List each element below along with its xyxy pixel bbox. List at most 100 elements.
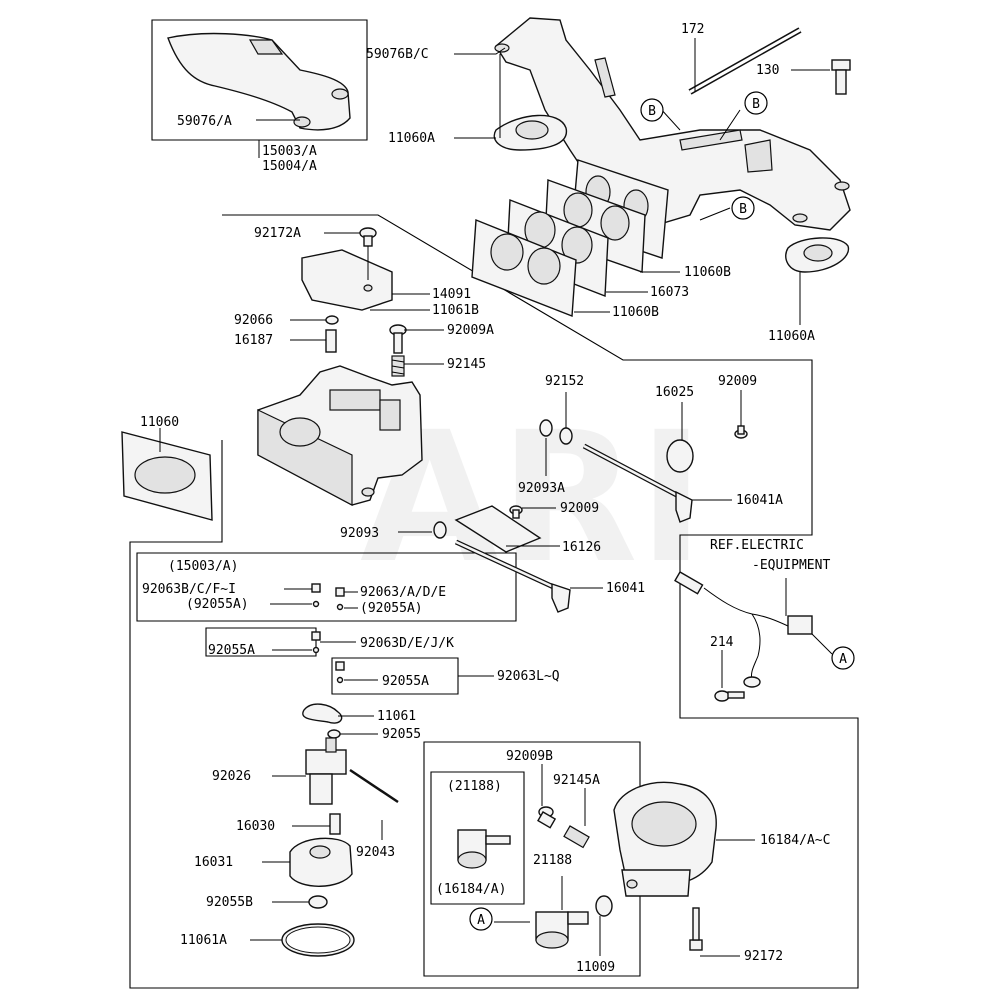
pin-92043: [349, 768, 399, 804]
marker-b-3: B: [731, 196, 755, 220]
main-assembly-outline: [129, 214, 859, 989]
throttle-shaft-16041: [454, 539, 571, 613]
label-ref-electric: REF.ELECTRIC: [710, 538, 804, 553]
marker-a-electric: A: [831, 646, 855, 670]
screw-92009-mid: [509, 505, 523, 519]
label-92009-top: 92009: [718, 374, 757, 389]
label-92145: 92145: [447, 357, 486, 372]
seal-92093a: [539, 419, 553, 437]
oring-92066: [325, 315, 339, 325]
label-92043: 92043: [356, 845, 395, 860]
plate-14091: [301, 249, 393, 311]
label-92009-mid: 92009: [560, 501, 599, 516]
bolt-130: [831, 59, 851, 95]
svg-text:A: A: [839, 652, 847, 667]
washer-92055a-2: [336, 676, 344, 684]
callout-labels: 59076B/C 172 130 11060A 59076/A 15003/A …: [140, 22, 830, 975]
label-92063dejk: 92063D/E/J/K: [360, 636, 454, 651]
jet-kit-box: [136, 552, 517, 622]
label-11060a-right: 11060A: [768, 329, 815, 344]
washer-92055a-p1: [312, 600, 320, 608]
label-15003a-paren: (15003/A): [168, 559, 238, 574]
label-92093: 92093: [340, 526, 379, 541]
screw-92009a: [389, 324, 407, 354]
jet-92063d: [311, 631, 321, 641]
jet-16030: [329, 813, 341, 835]
label-15003a: 15003/A: [262, 144, 317, 159]
screw-16187: [325, 329, 337, 353]
label-16041: 16041: [606, 581, 645, 596]
washer-11009: [595, 895, 613, 917]
gasket-11060: [121, 431, 213, 521]
label-92172a: 92172A: [254, 226, 301, 241]
svg-text:B: B: [648, 104, 656, 119]
label-21188-paren: (21188): [447, 779, 502, 794]
oring-92055b: [308, 895, 328, 909]
spring-92145: [391, 355, 405, 377]
marker-b-1: B: [640, 98, 664, 122]
washer-92055a-p2: [336, 603, 344, 611]
screw-92009b: [537, 806, 557, 829]
label-11061a: 11061A: [180, 933, 227, 948]
label-11009: 11009: [576, 960, 615, 975]
label-92066: 92066: [234, 313, 273, 328]
plate-14091-hole: [363, 284, 373, 292]
label-92152: 92152: [545, 374, 584, 389]
label-92063ade: 92063/A/D/E: [360, 585, 446, 600]
choke-plate-16025: [666, 439, 694, 473]
spacer-stack: [471, 179, 646, 317]
label-11061: 11061: [377, 709, 416, 724]
label-92063bcfi: 92063B/C/F~I: [142, 582, 236, 597]
label-130: 130: [756, 63, 779, 78]
label-92055a-1: 92055A: [208, 643, 255, 658]
carburetor-body: [257, 365, 423, 506]
label-214: 214: [710, 635, 734, 650]
electric-wire-harness: [674, 571, 813, 688]
main-jet-box: [205, 627, 317, 657]
label-92009b: 92009B: [506, 749, 553, 764]
oring-92055: [327, 729, 341, 739]
solenoid-21188-kit: [457, 829, 511, 869]
label-11060: 11060: [140, 415, 179, 430]
label-92055b: 92055B: [206, 895, 253, 910]
gasket-11060a-right-hole: [803, 244, 833, 262]
screw-214: [714, 690, 745, 702]
jet-92063a: [335, 587, 345, 597]
screw-92009-top: [734, 425, 748, 439]
label-16041a: 16041A: [736, 493, 783, 508]
choke-shaft-16041a: [582, 443, 693, 523]
label-16073: 16073: [650, 285, 689, 300]
label-16184a-paren: (16184/A): [436, 882, 506, 897]
screw-92172a: [359, 227, 377, 247]
throttle-plate-16126: [454, 505, 542, 553]
label-16187: 16187: [234, 333, 273, 348]
label-16030: 16030: [236, 819, 275, 834]
float-bowl-92026: [305, 737, 347, 805]
label-92055: 92055: [382, 727, 421, 742]
label-16031: 16031: [194, 855, 233, 870]
spring-92145a: [563, 825, 590, 849]
label-16126: 16126: [562, 540, 601, 555]
label-11060b-2: 11060B: [612, 305, 659, 320]
bowl-16031: [289, 837, 353, 887]
label-92063lq: 92063L~Q: [497, 669, 560, 684]
svg-text:A: A: [477, 913, 485, 928]
label-21188: 21188: [533, 853, 572, 868]
gasket-11060a-top-hole: [515, 120, 549, 140]
label-16184ac: 16184/A~C: [760, 833, 830, 848]
label-92055a-p1: (92055A): [186, 597, 249, 612]
screw-92172: [689, 907, 703, 951]
oring-11061a-inner: [285, 926, 351, 954]
svg-text:B: B: [739, 202, 747, 217]
label-172: 172: [681, 22, 704, 37]
label-11060b-1: 11060B: [684, 265, 731, 280]
label-16025: 16025: [655, 385, 694, 400]
solenoid-group-box: [423, 741, 641, 977]
seal-92093: [433, 521, 447, 539]
label-14091: 14091: [432, 287, 471, 302]
seal-92152: [559, 427, 573, 445]
svg-text:B: B: [752, 97, 760, 112]
label-11060a-top: 11060A: [388, 131, 435, 146]
label-92172: 92172: [744, 949, 783, 964]
